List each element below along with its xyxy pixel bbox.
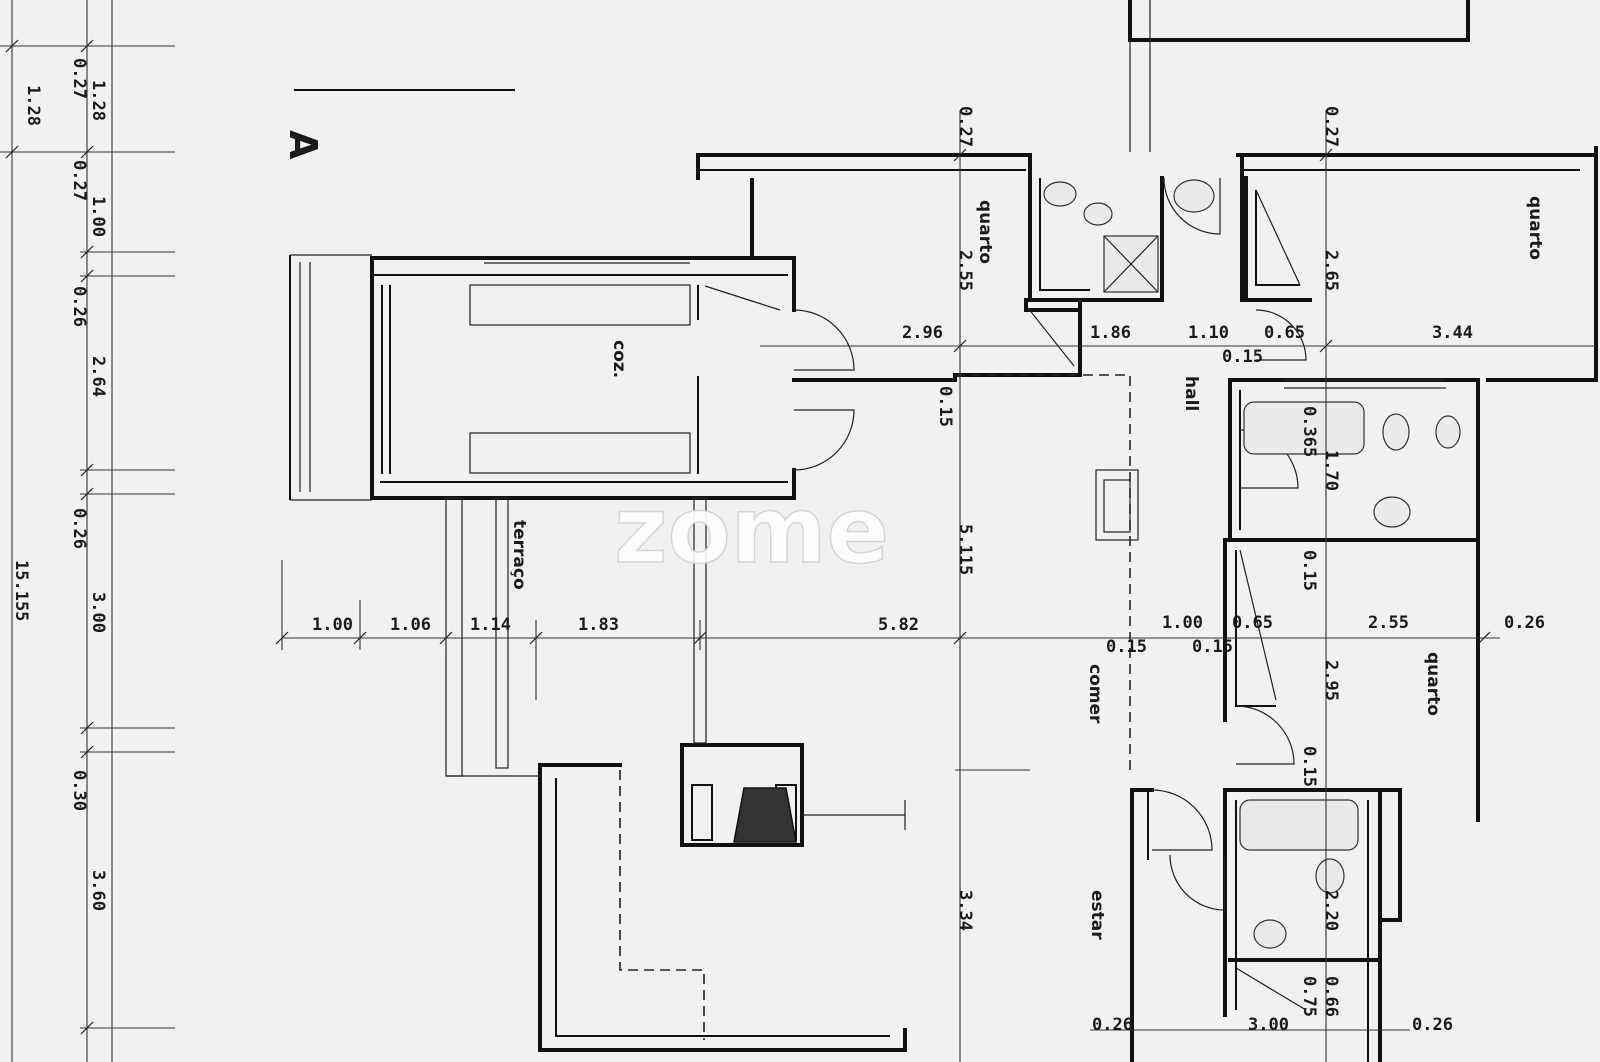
- dim-015-c: 0.15: [1299, 746, 1319, 787]
- dim-026-bottom-left: 0.26: [1092, 1015, 1133, 1035]
- room-label-quarto-mid: quarto: [1423, 652, 1443, 716]
- fireplace: [691, 784, 906, 843]
- dim-left-mid-2: 0.27: [69, 160, 89, 201]
- watermark-logo: zome: [614, 477, 889, 584]
- dim-left-inner-3: 2.64: [88, 356, 108, 397]
- dim-114: 1.14: [470, 615, 511, 635]
- dim-026-right: 0.26: [1504, 613, 1545, 633]
- dim-100-left: 1.00: [312, 615, 353, 635]
- dim-left-mid-3: 0.26: [69, 286, 89, 327]
- dim-top-027-left: 0.27: [955, 106, 975, 147]
- dim-left-outer-2: 15.155: [11, 560, 31, 621]
- dim-582: 5.82: [878, 615, 919, 635]
- upper-unit-fragment: [1128, 0, 1470, 152]
- dim-top-265: 2.65: [1321, 250, 1341, 291]
- dim-015-a: 0.15: [935, 386, 955, 427]
- toilet-icon-3: [1253, 919, 1287, 949]
- dim-0365: 0.365: [1299, 406, 1319, 457]
- dim-255-mid: 2.55: [1368, 613, 1409, 633]
- horizontal-dimension-labels: 2.96 1.86 1.10 0.65 3.44 0.15 1.00 1.06 …: [312, 323, 1545, 1035]
- dim-015-b: 0.15: [1299, 550, 1319, 591]
- room-label-quarto-right: quarto: [1525, 196, 1545, 260]
- dim-left-inner-1: 1.28: [88, 80, 108, 121]
- balcony-grille: [289, 254, 372, 501]
- dim-170: 1.70: [1321, 450, 1341, 491]
- bathtub-icon-2: [1239, 799, 1359, 851]
- dim-065-top: 0.65: [1264, 323, 1305, 343]
- dim-066: 0.66: [1321, 976, 1341, 1017]
- dim-5115: 5.115: [955, 524, 975, 575]
- room-label-quarto-top: quarto: [975, 200, 995, 264]
- room-label-estar: estar: [1087, 890, 1107, 940]
- dim-left-inner-4: 3.00: [88, 592, 108, 633]
- dim-015-mid-b: 0.15: [1192, 637, 1233, 657]
- dim-top-027-right: 0.27: [1321, 106, 1341, 147]
- room-label-comer: comer: [1085, 664, 1105, 724]
- dim-220: 2.20: [1321, 890, 1341, 931]
- dim-left-mid-5: 0.30: [69, 770, 89, 811]
- bidet-icon-3: [1315, 858, 1345, 894]
- dim-left-inner-5: 3.60: [88, 870, 108, 911]
- dim-344: 3.44: [1432, 323, 1473, 343]
- room-label-terraco: terraço: [509, 520, 529, 590]
- dim-106: 1.06: [390, 615, 431, 635]
- dim-left-outer-1: 1.28: [23, 85, 43, 126]
- dim-top-255: 2.55: [955, 250, 975, 291]
- dim-334: 3.34: [955, 890, 975, 931]
- washbasin-icon: [1173, 179, 1215, 213]
- exterior-walls: [370, 146, 1598, 1062]
- bidet-icon-2: [1435, 415, 1461, 449]
- left-dimension-labels: 1.28 15.155 0.27 0.27 0.26 0.26 0.30 1.2…: [11, 58, 108, 911]
- washbasin-icon-2: [1373, 496, 1411, 528]
- plan-dimension-lines: [275, 110, 1596, 1062]
- bathtub-icon: [1243, 401, 1365, 455]
- dim-left-inner-2: 1.00: [88, 196, 108, 237]
- dim-075: 0.75: [1299, 976, 1319, 1017]
- room-labels: quarto quarto quarto coz. hall terraço c…: [509, 196, 1545, 940]
- sanitary-fixtures: [1043, 179, 1461, 949]
- dim-183: 1.83: [578, 615, 619, 635]
- dim-110: 1.10: [1188, 323, 1229, 343]
- dim-300-bottom: 3.00: [1248, 1015, 1289, 1035]
- interior-details: [289, 177, 1446, 1040]
- dim-left-mid-1: 0.27: [69, 58, 89, 99]
- dim-296: 2.96: [902, 323, 943, 343]
- dim-295: 2.95: [1321, 660, 1341, 701]
- dim-065-mid: 0.65: [1232, 613, 1273, 633]
- section-marker: A: [281, 89, 515, 160]
- dim-186: 1.86: [1090, 323, 1131, 343]
- dim-015-mid-a: 0.15: [1106, 637, 1147, 657]
- room-label-hall: hall: [1181, 376, 1201, 411]
- vertical-dimension-labels: 0.27 0.27 2.55 2.65 0.15 5.115 0.365 1.7…: [935, 106, 1341, 1017]
- dim-left-mid-4: 0.26: [69, 508, 89, 549]
- dim-015-top: 0.15: [1222, 347, 1263, 367]
- left-dimension-lines: [0, 0, 175, 1062]
- dim-026-bottom-right: 0.26: [1412, 1015, 1453, 1035]
- dim-100-right: 1.00: [1162, 613, 1203, 633]
- section-label: A: [281, 130, 325, 160]
- toilet-icon: [1043, 181, 1077, 207]
- toilet-icon-2: [1382, 413, 1410, 451]
- room-label-coz: coz.: [609, 340, 629, 378]
- bidet-icon: [1083, 202, 1113, 226]
